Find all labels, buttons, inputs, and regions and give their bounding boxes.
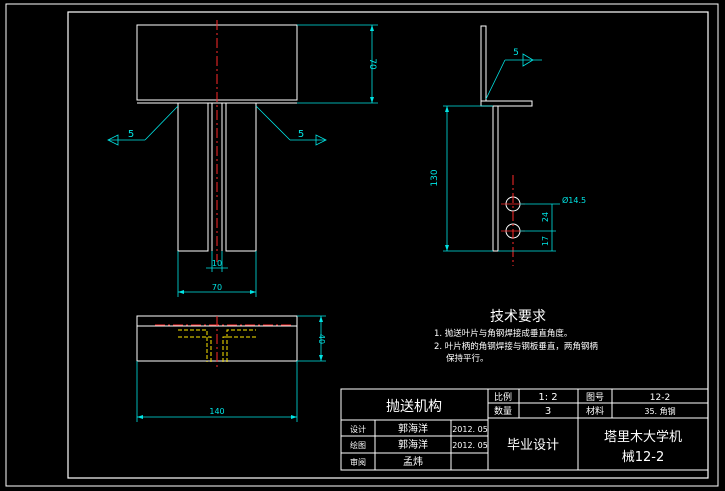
weld-symbol-side: 5 — [513, 48, 519, 58]
dim-top-width: 140 — [209, 407, 224, 416]
weld-symbol-left: 5 — [128, 129, 134, 140]
front-view: 70 10 70 5 5 — [107, 20, 378, 297]
part-name: 抛送机构 — [386, 399, 442, 415]
school-line-1: 塔里木大学机 — [604, 429, 682, 445]
dim-hole-bottom: 17 — [541, 236, 550, 246]
design-date: 2012. 05 — [452, 425, 488, 434]
project-label: 毕业设计 — [507, 438, 559, 453]
qty-label: 数量 — [494, 405, 512, 417]
side-plate — [492, 105, 499, 252]
notes-title: 技术要求 — [490, 309, 546, 325]
scale-value: 1: 2 — [538, 392, 557, 403]
drawing-no-value: 12-2 — [650, 393, 670, 403]
weld-symbol-right: 5 — [298, 129, 304, 140]
notes-line-1: 1. 抛送叶片与角钢焊接成垂直角度。 — [434, 328, 572, 339]
qty-value: 3 — [545, 406, 551, 417]
notes-line-3: 保持平行。 — [446, 353, 489, 364]
angle-vertical-flange — [480, 25, 487, 102]
right-leg — [225, 102, 257, 252]
top-view: 40 140 — [136, 315, 326, 422]
dim-front-height: 70 — [367, 58, 377, 70]
notes-line-2: 2. 叶片柄的角钢焊接与钢板垂直，两角钢柄 — [434, 341, 598, 352]
dim-top-height: 40 — [317, 334, 326, 344]
title-block — [340, 388, 709, 471]
dim-front-width: 70 — [212, 283, 222, 292]
design-name: 郭海洋 — [398, 422, 428, 435]
left-leg — [177, 102, 209, 252]
draw-name: 郭海洋 — [398, 438, 428, 451]
drawing-no-label: 图号 — [586, 392, 604, 403]
dim-hole-diameter: Ø14.5 — [562, 195, 586, 205]
material-label: 材料 — [586, 405, 604, 417]
side-view: 130 24 17 Ø14.5 5 — [430, 25, 586, 266]
technical-notes: 技术要求 1. 抛送叶片与角钢焊接成垂直角度。 2. 叶片柄的角钢焊接与钢板垂直… — [434, 309, 598, 364]
inner-frame — [67, 11, 709, 479]
outer-border — [5, 3, 719, 487]
scale-label: 比例 — [494, 391, 512, 403]
hidden-leg-outline — [178, 329, 256, 362]
draw-label: 绘图 — [350, 440, 366, 450]
review-label: 审阅 — [350, 457, 366, 467]
material-value: 35. 角钢 — [644, 406, 675, 416]
dim-side-height: 130 — [430, 169, 440, 186]
dim-slot-width: 10 — [212, 259, 222, 268]
angle-horizontal-flange — [480, 100, 533, 107]
draw-date: 2012. 05 — [452, 441, 488, 450]
dim-hole-gap: 24 — [541, 212, 550, 222]
school-line-2: 械12-2 — [622, 450, 665, 465]
review-name: 孟炜 — [403, 455, 423, 468]
design-label: 设计 — [350, 424, 366, 434]
